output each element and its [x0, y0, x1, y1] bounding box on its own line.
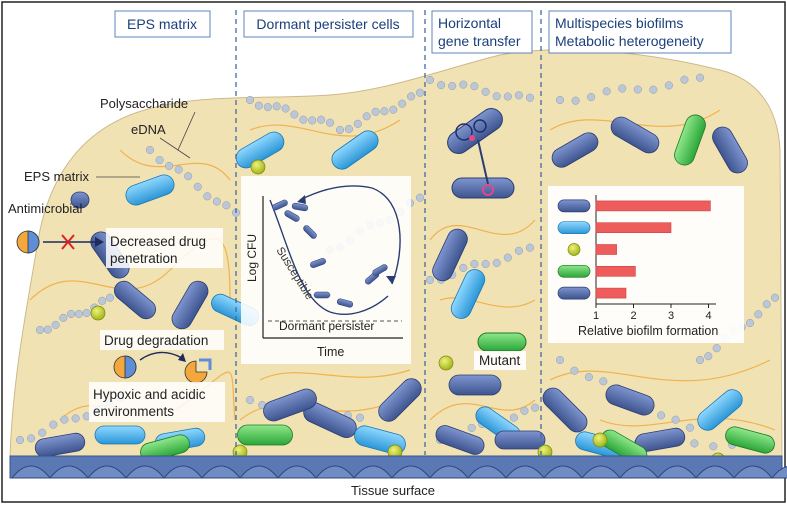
tissue-surface-layer [9, 455, 787, 479]
persister-ylabel: Log CFU [245, 234, 259, 282]
chart-tick-label: 1 [593, 310, 599, 322]
chart-legend-cell-1 [557, 199, 591, 213]
chart-tick-label: 3 [668, 310, 674, 322]
chart-legend-cell-5 [557, 286, 591, 300]
svg-text:gene transfer: gene transfer [438, 33, 521, 49]
label-decreased-penetration: Decreased drug penetration [106, 228, 223, 268]
label-edna: eDNA [131, 122, 191, 159]
panel-title-hgt: Horizontal gene transfer [431, 10, 533, 54]
chart-bar-2 [595, 222, 672, 233]
chart-legend-cell-2 [557, 221, 591, 235]
drug-degradation-icons [113, 351, 212, 384]
label-drug-degradation: Drug degradation [100, 330, 224, 350]
label-eps-matrix: EPS matrix [24, 169, 140, 184]
chart-xlabel: Relative biofilm formation [578, 324, 718, 338]
bacterial-cells [34, 114, 775, 468]
blocked-penetration-arrow [43, 234, 104, 250]
chart-bar-1 [595, 200, 711, 212]
svg-text:Multispecies biofilms: Multispecies biofilms [555, 15, 683, 31]
svg-text:Hypoxic and acidic: Hypoxic and acidic [93, 387, 206, 402]
label-polysaccharide: Polysaccharide [100, 96, 196, 151]
svg-text:EPS matrix: EPS matrix [24, 169, 90, 184]
chart-bar-3 [595, 244, 617, 255]
chart-legend-cell-4 [557, 264, 591, 278]
svg-text:Decreased drug: Decreased drug [110, 234, 206, 249]
svg-text:Dormant persister cells: Dormant persister cells [256, 16, 399, 32]
svg-text:Metabolic heterogeneity: Metabolic heterogeneity [555, 33, 704, 49]
mutant-cell: Mutant [474, 332, 527, 370]
chart-legend-cell-3 [567, 243, 581, 256]
svg-text:penetration: penetration [110, 251, 178, 266]
svg-text:eDNA: eDNA [131, 122, 166, 137]
tissue-surface-label: Tissue surface [351, 483, 435, 498]
label-antimicrobial: Antimicrobial [8, 201, 83, 216]
chart-legend-cells [557, 199, 591, 300]
persister-inset-cells [272, 199, 388, 308]
svg-text:Polysaccharide: Polysaccharide [100, 96, 188, 111]
panel-title-multispecies: Multispecies biofilms Metabolic heteroge… [548, 10, 732, 54]
gene-transfer-illustration [447, 108, 515, 199]
persister-kill-curve-inset: Log CFU Time Susceptible Dormant persist… [241, 176, 411, 364]
biofilm-chart-inset: 1 2 3 4 Relative biofilm formation [548, 186, 744, 343]
svg-text:Drug degradation: Drug degradation [104, 333, 208, 348]
chart-tick-label: 4 [705, 310, 711, 322]
panel-title-eps: EPS matrix [114, 10, 211, 38]
persister-xlabel: Time [317, 345, 344, 359]
svg-text:Mutant: Mutant [479, 353, 521, 368]
svg-text:EPS matrix: EPS matrix [127, 16, 197, 32]
antimicrobial-icon [16, 230, 40, 254]
chart-ticks: 1 2 3 4 [593, 304, 712, 322]
panel-title-persister: Dormant persister cells [243, 10, 414, 38]
svg-text:environments: environments [93, 404, 174, 419]
chart-bar-5 [595, 287, 627, 299]
panel-dividers [235, 10, 542, 455]
label-hypoxic: Hypoxic and acidic environments [89, 382, 225, 422]
chart-tick-label: 2 [630, 310, 636, 322]
chart-bars [595, 200, 711, 299]
svg-text:Horizontal: Horizontal [438, 15, 501, 31]
chart-bar-4 [595, 265, 636, 277]
dormant-persister-label: Dormant persister [279, 319, 374, 333]
